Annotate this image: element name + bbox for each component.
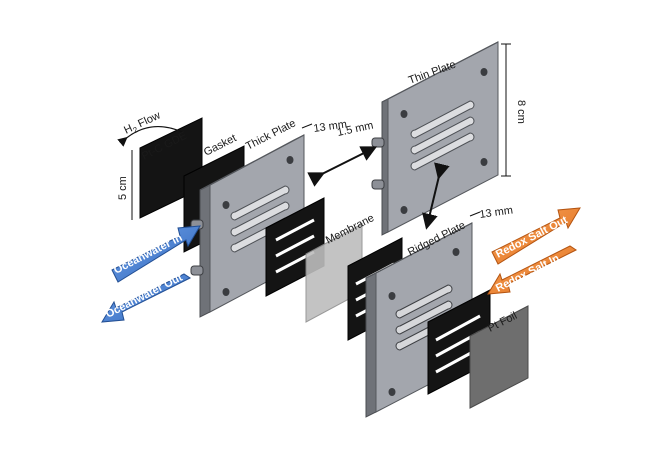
thin-plate-channels [410,100,475,171]
thick-plate-side [199,184,211,318]
ridged-plate-side [365,272,377,418]
connector-thick-thin [307,146,378,187]
thick-plate-top [199,134,305,191]
oceanwater-in-label: Oceanwater In [112,232,185,277]
h2-flow-arc [117,126,183,147]
oceanwater-in-arrow: Oceanwater In [111,225,201,283]
dim-ridged-13mm-label: 13 mm [479,204,514,221]
oceanwater-out-arrow: Oceanwater Out [101,272,191,323]
h2-flow-label: H2 Flow [122,109,163,138]
thin-plate-side [381,98,389,236]
dim-13mm-ridged-line [469,211,481,217]
thin-plate-bolt-holes [400,68,488,214]
dim-8cm-label: 8 cm [515,100,527,124]
pt-foil-sheet [469,305,529,409]
dim-13mm-thick-line [301,123,313,129]
connector-thin-ridged [422,162,450,230]
dim-thick-13mm-label: 13 mm [313,118,348,135]
gasket-openings [194,75,234,101]
ridged-plate-top [365,222,473,279]
dim-5cm-label: 5 cm [117,176,129,200]
thin-plate-top [381,41,499,103]
